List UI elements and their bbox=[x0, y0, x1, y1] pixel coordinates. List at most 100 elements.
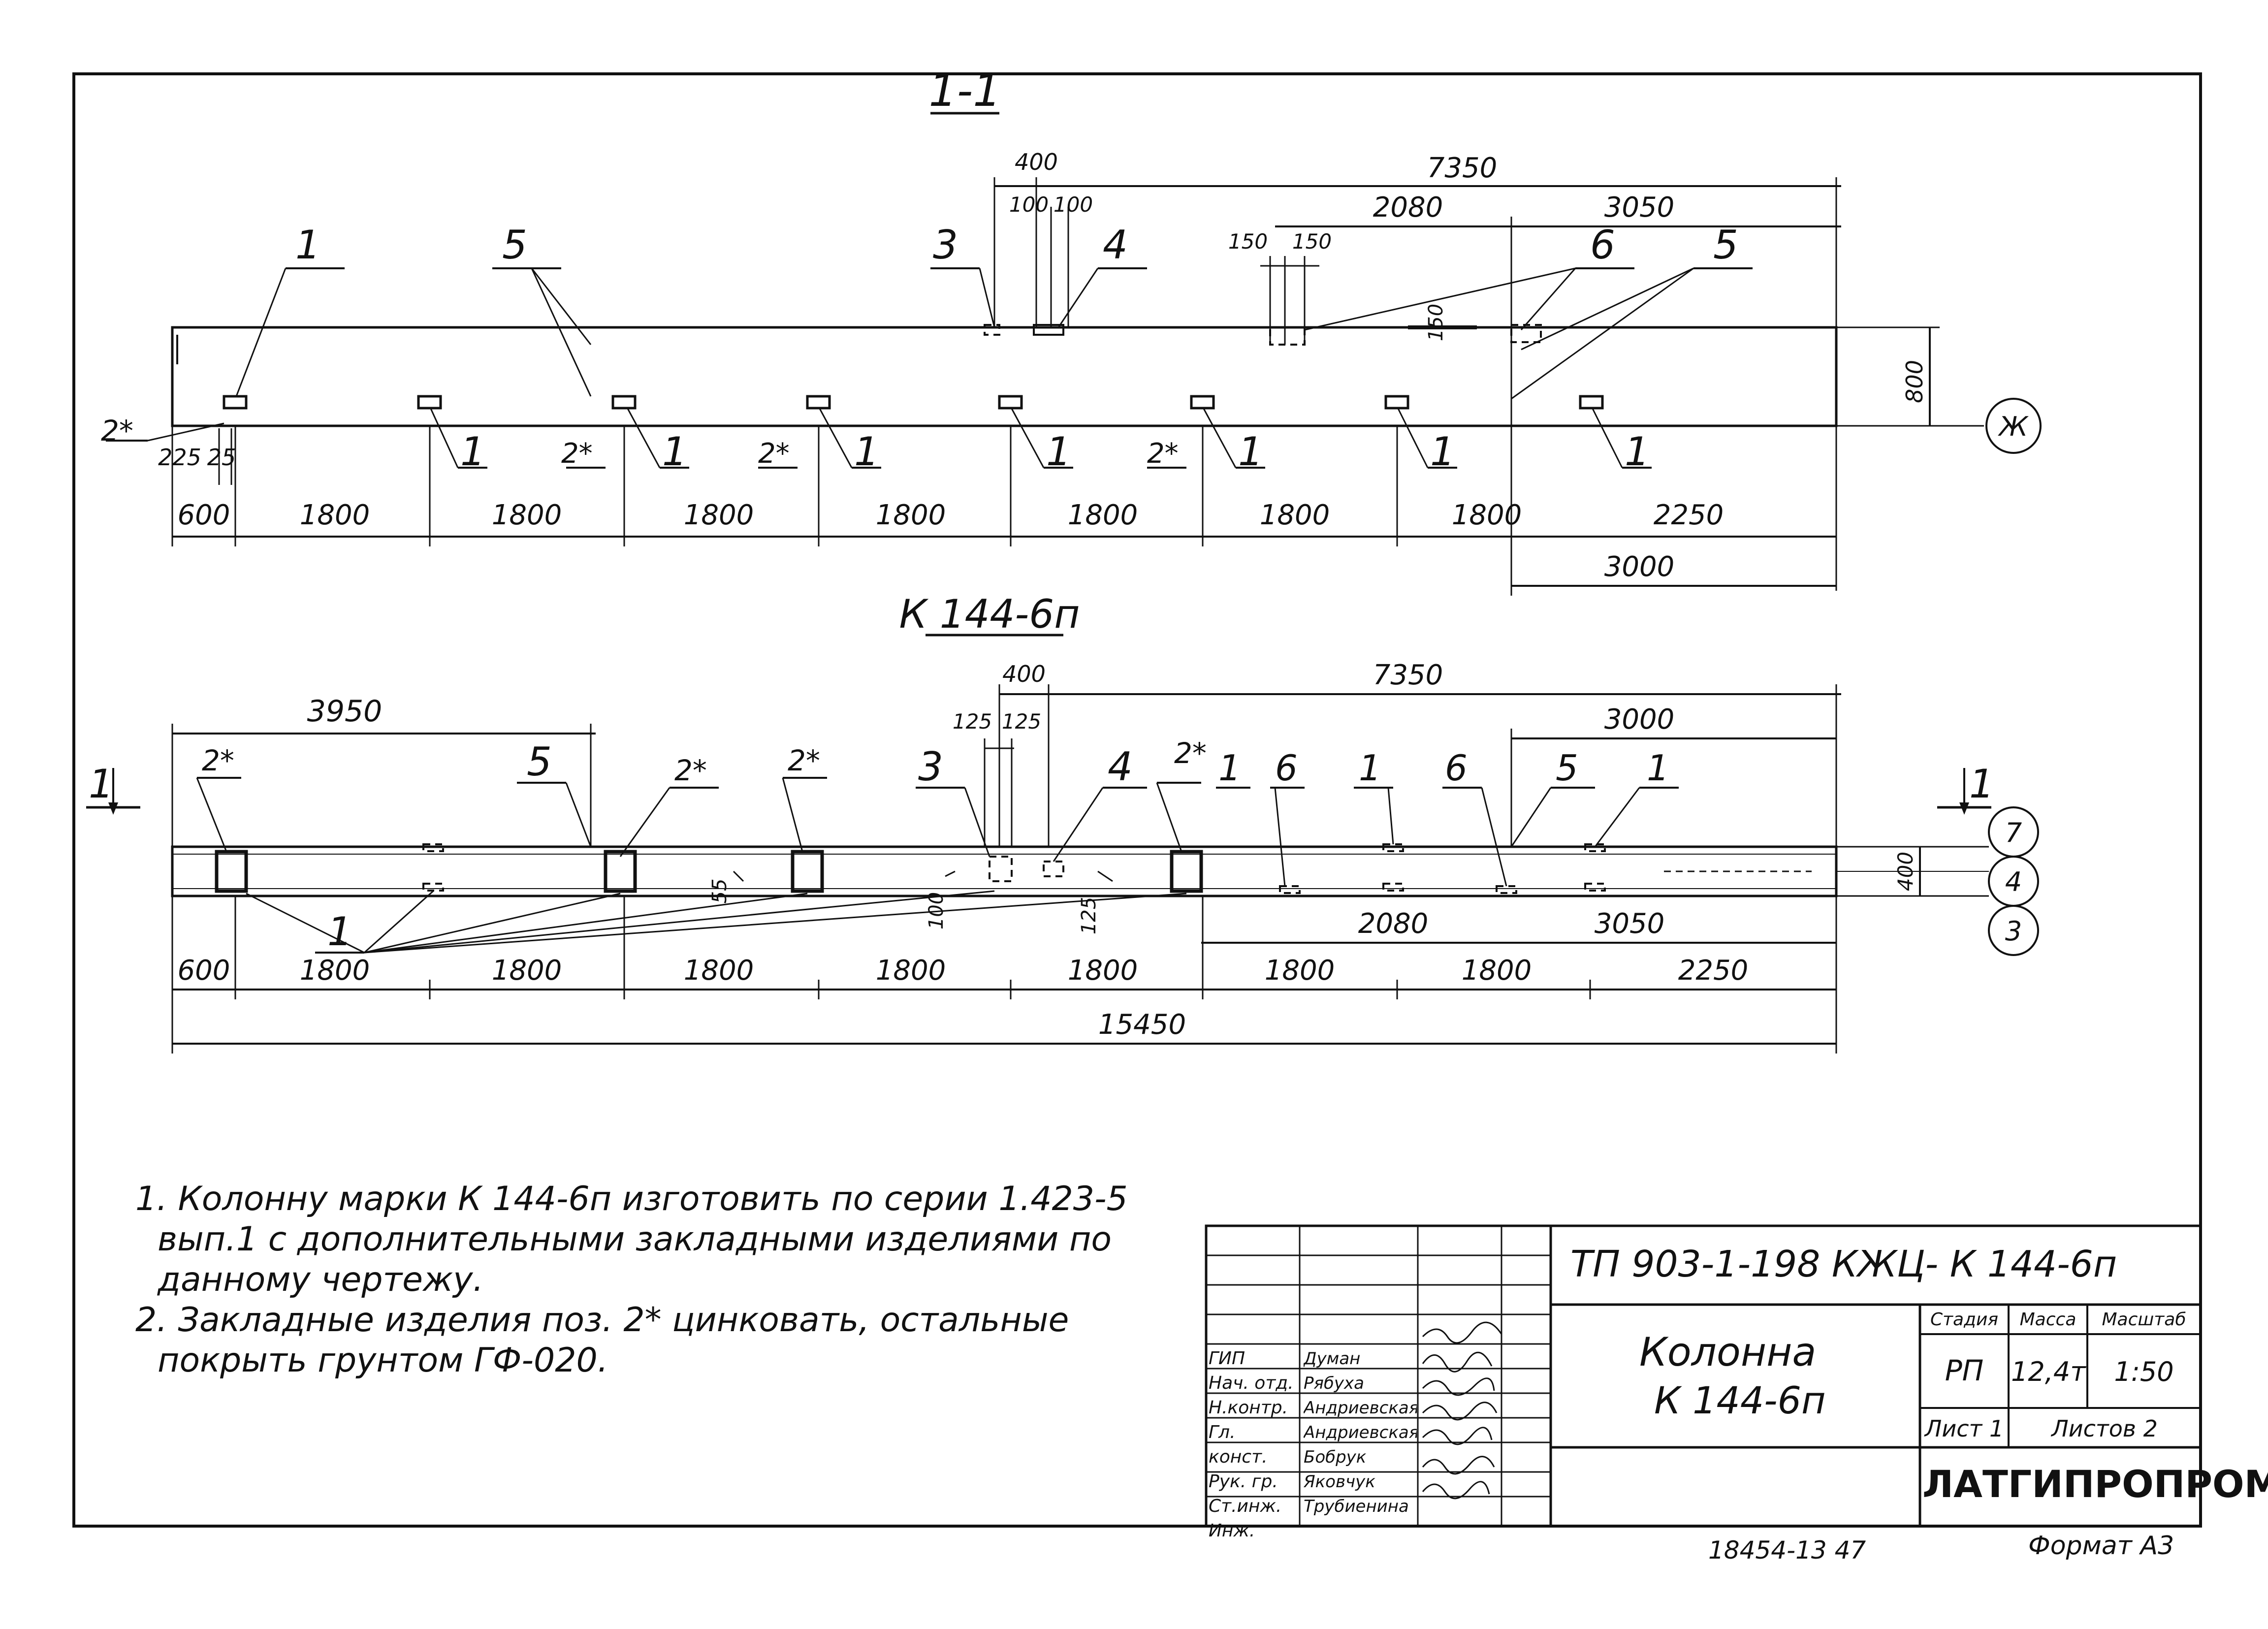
svg-text:1: 1 bbox=[1430, 429, 1455, 475]
bottom-callouts: 2* 1 2* 1 2* 1 1 2* 1 1 bbox=[101, 408, 1652, 475]
svg-text:15450: 15450 bbox=[1098, 1009, 1186, 1041]
mass-value: 12,4т bbox=[2011, 1356, 2086, 1387]
svg-text:2*: 2* bbox=[1147, 438, 1179, 470]
embedded-plates-bottom bbox=[223, 395, 1604, 410]
stage-header: Стадия bbox=[1930, 1310, 1999, 1330]
svg-text:1800: 1800 bbox=[300, 955, 370, 987]
svg-text:125: 125 bbox=[1078, 897, 1100, 934]
svg-text:4: 4 bbox=[1108, 744, 1133, 790]
svg-text:400: 400 bbox=[1002, 661, 1046, 687]
svg-text:7350: 7350 bbox=[1427, 152, 1498, 184]
svg-text:1: 1 bbox=[1969, 761, 1994, 807]
svg-text:2*: 2* bbox=[758, 438, 790, 470]
svg-text:6: 6 bbox=[1445, 747, 1468, 789]
svg-text:2*: 2* bbox=[101, 414, 133, 447]
sheets-total: Листов 2 bbox=[2051, 1415, 2158, 1442]
svg-text:2080: 2080 bbox=[1358, 908, 1429, 940]
scale-value: 1:50 bbox=[2114, 1356, 2174, 1387]
svg-text:1: 1 bbox=[1359, 747, 1381, 789]
svg-text:3000: 3000 bbox=[1604, 703, 1675, 735]
svg-text:3950: 3950 bbox=[307, 694, 383, 729]
svg-text:3: 3 bbox=[2005, 916, 2022, 947]
svg-text:1800: 1800 bbox=[1260, 499, 1330, 531]
svg-text:1800: 1800 bbox=[876, 499, 946, 531]
svg-text:800: 800 bbox=[1901, 360, 1928, 403]
svg-text:1: 1 bbox=[89, 761, 114, 807]
svg-text:150: 150 bbox=[1228, 229, 1268, 254]
svg-text:1800: 1800 bbox=[492, 955, 562, 987]
plan-bottom-dims: 600 1800 1800 1800 1800 1800 1800 1800 2… bbox=[178, 955, 1749, 987]
section-view: 1-1 40 bbox=[101, 65, 2042, 596]
sheet-number: Лист 1 bbox=[1924, 1415, 2004, 1442]
svg-text:1800: 1800 bbox=[684, 955, 754, 987]
svg-text:1: 1 bbox=[460, 429, 485, 475]
svg-text:3: 3 bbox=[933, 222, 958, 268]
scale-header: Масштаб bbox=[2102, 1310, 2186, 1330]
note-line-2: вып.1 с дополнительными закладными издел… bbox=[158, 1220, 1112, 1259]
svg-text:5: 5 bbox=[502, 222, 527, 268]
svg-text:3050: 3050 bbox=[1604, 192, 1675, 224]
svg-text:2250: 2250 bbox=[1654, 499, 1724, 531]
svg-text:7350: 7350 bbox=[1373, 659, 1443, 691]
svg-text:2*: 2* bbox=[674, 754, 707, 787]
note-line-4: 2. Закладные изделия поз. 2* цинковать, … bbox=[135, 1301, 1069, 1340]
svg-text:1: 1 bbox=[1625, 429, 1650, 475]
svg-text:4: 4 bbox=[1103, 222, 1128, 268]
svg-text:125: 125 bbox=[1002, 709, 1041, 734]
drawing-code: ТП 903-1-198 КЖЦ- К 144-6п bbox=[1570, 1243, 2117, 1285]
svg-text:2080: 2080 bbox=[1373, 192, 1443, 224]
mass-header: Масса bbox=[2019, 1310, 2076, 1330]
channel-plates bbox=[215, 850, 1203, 893]
svg-text:2*: 2* bbox=[1174, 736, 1207, 770]
svg-text:1: 1 bbox=[662, 429, 687, 475]
svg-text:100: 100 bbox=[1009, 192, 1049, 217]
svg-text:150: 150 bbox=[1292, 229, 1332, 254]
svg-text:1800: 1800 bbox=[1462, 955, 1532, 987]
axis-mark-3 bbox=[1988, 905, 2039, 956]
svg-text:1800: 1800 bbox=[1068, 955, 1138, 987]
svg-text:400: 400 bbox=[1015, 149, 1058, 175]
svg-text:1800: 1800 bbox=[1452, 499, 1522, 531]
svg-text:1: 1 bbox=[1218, 747, 1241, 789]
svg-text:2*: 2* bbox=[788, 744, 820, 777]
svg-text:2250: 2250 bbox=[1678, 955, 1749, 987]
inventory-number: 18454-13 47 bbox=[1708, 1536, 1866, 1565]
svg-text:Ж: Ж bbox=[1998, 411, 2029, 442]
section-marker-right: 1 bbox=[1937, 761, 1994, 815]
section-bottom-dims: 600 1800 1800 1800 1800 1800 1800 1800 2… bbox=[178, 499, 1724, 531]
svg-text:125: 125 bbox=[953, 709, 992, 734]
note-line-1: 1. Колонну марки К 144-6п изготовить по … bbox=[135, 1180, 1128, 1218]
column-section-body bbox=[171, 326, 1838, 427]
svg-text:1: 1 bbox=[1647, 747, 1669, 789]
svg-text:1800: 1800 bbox=[300, 499, 370, 531]
svg-text:4: 4 bbox=[2005, 866, 2022, 897]
svg-text:400: 400 bbox=[1893, 852, 1917, 891]
svg-text:5: 5 bbox=[1556, 747, 1578, 789]
stage-value: РП bbox=[1945, 1354, 1984, 1387]
svg-text:5: 5 bbox=[1713, 222, 1738, 268]
axis-mark-zh bbox=[1985, 398, 2042, 454]
plan-top-callouts: 2* 5 2* 2* 3 4 2* 1 6 1 bbox=[196, 736, 1679, 887]
plan-title: К 144-6п bbox=[899, 591, 1080, 637]
svg-text:100: 100 bbox=[1054, 192, 1093, 217]
svg-text:1: 1 bbox=[327, 909, 352, 955]
staff-names: Думан Рябуха Андриевская Андриевская Боб… bbox=[1304, 1349, 1417, 1516]
svg-text:1: 1 bbox=[854, 429, 879, 475]
staff-roles: ГИП Нач. отд. Н.контр. Гл. конст. Рук. г… bbox=[1209, 1348, 1294, 1541]
svg-text:150: 150 bbox=[1425, 304, 1447, 341]
svg-text:1800: 1800 bbox=[1265, 955, 1335, 987]
svg-text:600: 600 bbox=[178, 499, 230, 531]
format-label: Формат А3 bbox=[2028, 1531, 2174, 1561]
notes-block: 1. Колонну марки К 144-6п изготовить по … bbox=[135, 1179, 1194, 1381]
svg-text:1: 1 bbox=[1238, 429, 1263, 475]
signatures bbox=[1422, 1321, 1502, 1500]
svg-text:2*: 2* bbox=[561, 438, 593, 470]
svg-text:1: 1 bbox=[1046, 429, 1071, 475]
plan-view: К 144-6п bbox=[86, 591, 2039, 1054]
svg-text:1800: 1800 bbox=[876, 955, 946, 987]
svg-text:1800: 1800 bbox=[492, 499, 562, 531]
svg-text:1800: 1800 bbox=[684, 499, 754, 531]
svg-text:3050: 3050 bbox=[1595, 908, 1665, 940]
svg-text:55: 55 bbox=[708, 879, 731, 904]
